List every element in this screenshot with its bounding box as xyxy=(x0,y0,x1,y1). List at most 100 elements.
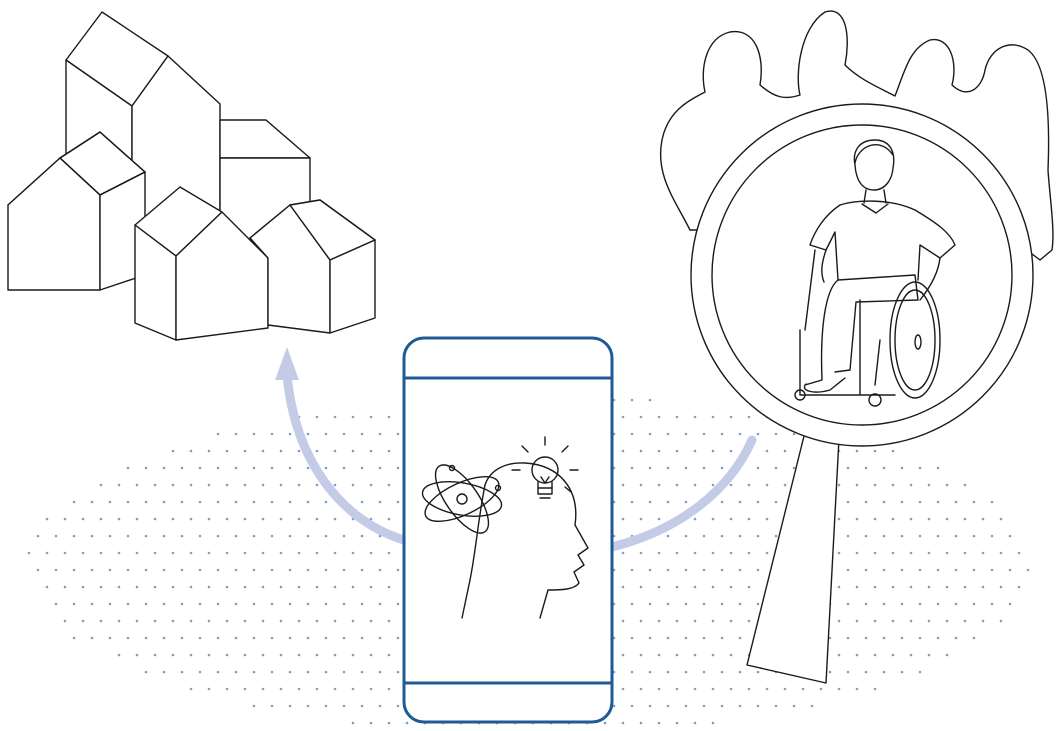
dot xyxy=(1018,586,1021,589)
dot xyxy=(865,501,868,504)
dot xyxy=(883,501,886,504)
dot xyxy=(280,552,283,555)
dot xyxy=(901,603,904,606)
dot xyxy=(748,620,751,623)
dot xyxy=(397,637,400,640)
dot xyxy=(253,433,256,436)
dot xyxy=(937,467,940,470)
dot xyxy=(172,484,175,487)
dot xyxy=(667,535,670,538)
dot xyxy=(145,637,148,640)
dot xyxy=(127,569,130,572)
dot xyxy=(154,620,157,623)
dot xyxy=(856,518,859,521)
dot xyxy=(271,705,274,708)
dot xyxy=(334,484,337,487)
dot xyxy=(631,467,634,470)
dot xyxy=(667,705,670,708)
dot xyxy=(973,637,976,640)
dot xyxy=(289,501,292,504)
dot xyxy=(64,552,67,555)
dot xyxy=(325,433,328,436)
dot xyxy=(730,688,733,691)
dot xyxy=(163,569,166,572)
dot xyxy=(100,586,103,589)
dot xyxy=(325,501,328,504)
dot xyxy=(253,467,256,470)
dot xyxy=(118,552,121,555)
dot xyxy=(694,654,697,657)
dot xyxy=(163,535,166,538)
dot xyxy=(685,433,688,436)
dot xyxy=(262,688,265,691)
dot xyxy=(775,535,778,538)
dot xyxy=(721,433,724,436)
dot xyxy=(280,620,283,623)
dot xyxy=(649,705,652,708)
dot xyxy=(253,535,256,538)
dot xyxy=(325,569,328,572)
dot xyxy=(757,535,760,538)
dot xyxy=(631,671,634,674)
dot xyxy=(280,586,283,589)
dot xyxy=(883,569,886,572)
dot xyxy=(874,518,877,521)
dot xyxy=(181,637,184,640)
dot xyxy=(694,586,697,589)
dot xyxy=(874,552,877,555)
dot xyxy=(982,620,985,623)
dot xyxy=(262,552,265,555)
dot xyxy=(640,416,643,419)
dot xyxy=(775,433,778,436)
dot xyxy=(109,501,112,504)
dot xyxy=(217,603,220,606)
dot xyxy=(622,416,625,419)
dot xyxy=(298,688,301,691)
dot xyxy=(226,654,229,657)
dot xyxy=(622,688,625,691)
dot xyxy=(694,450,697,453)
dot xyxy=(622,722,625,725)
dot xyxy=(235,433,238,436)
dot xyxy=(757,705,760,708)
dot xyxy=(46,586,49,589)
dot xyxy=(217,501,220,504)
dot xyxy=(307,535,310,538)
dot xyxy=(325,535,328,538)
dot xyxy=(964,484,967,487)
dot xyxy=(316,688,319,691)
dot xyxy=(937,603,940,606)
dot xyxy=(289,705,292,708)
dot xyxy=(649,603,652,606)
dot xyxy=(820,688,823,691)
dot xyxy=(649,399,652,402)
dot xyxy=(784,688,787,691)
dot xyxy=(910,620,913,623)
dot xyxy=(739,637,742,640)
dot xyxy=(946,620,949,623)
dot xyxy=(721,671,724,674)
dot xyxy=(316,552,319,555)
dot xyxy=(991,569,994,572)
dot xyxy=(748,586,751,589)
dot xyxy=(694,620,697,623)
dot xyxy=(829,671,832,674)
dot xyxy=(217,467,220,470)
dot xyxy=(235,637,238,640)
dot xyxy=(46,518,49,521)
dot xyxy=(361,569,364,572)
dot xyxy=(199,501,202,504)
dot xyxy=(262,484,265,487)
dot xyxy=(370,654,373,657)
dot xyxy=(181,569,184,572)
dot xyxy=(379,705,382,708)
dot xyxy=(244,688,247,691)
dot xyxy=(100,484,103,487)
dot xyxy=(136,518,139,521)
dot xyxy=(343,671,346,674)
dot xyxy=(622,620,625,623)
dot xyxy=(172,586,175,589)
dot xyxy=(703,671,706,674)
dot xyxy=(352,688,355,691)
dot xyxy=(280,484,283,487)
